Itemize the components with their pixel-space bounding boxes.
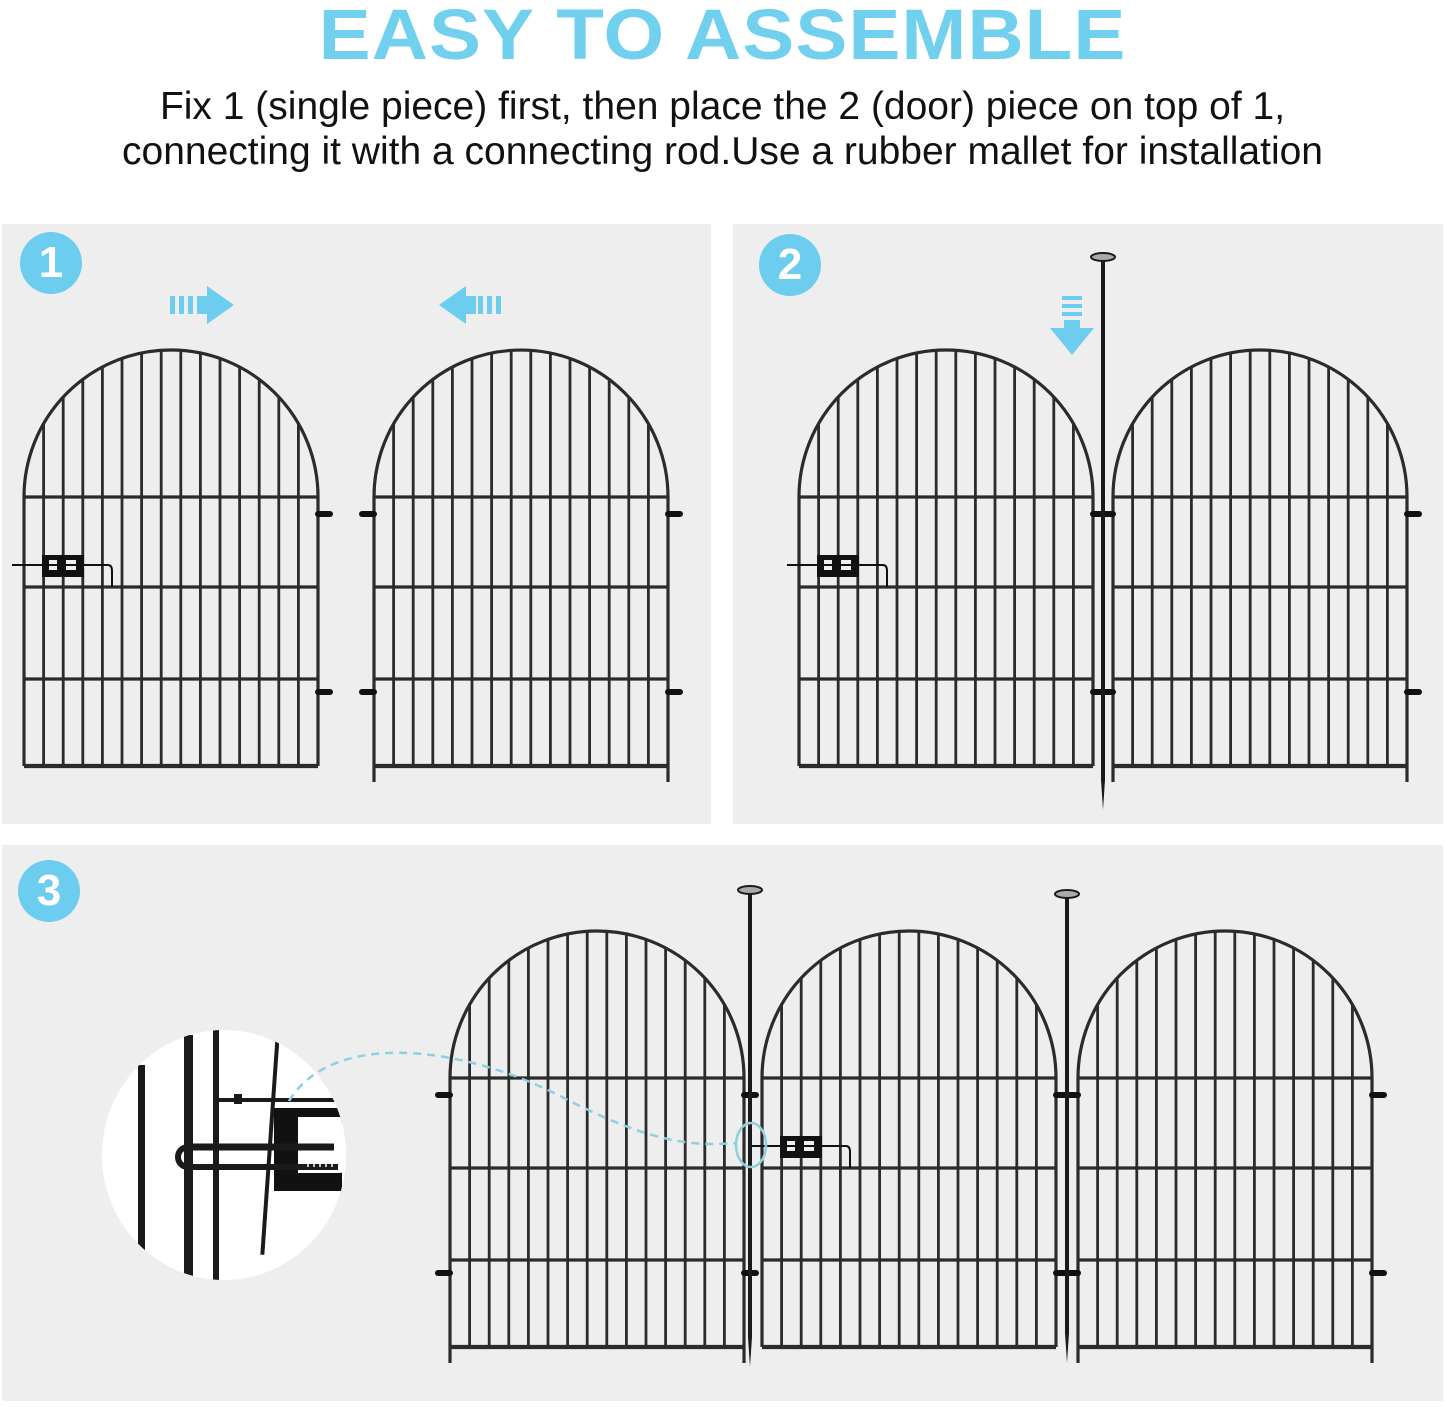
arrow-left-icon — [439, 286, 501, 324]
instructions: Fix 1 (single piece) first, then place t… — [0, 84, 1445, 174]
connecting-rod-2 — [1054, 889, 1080, 1363]
instruction-line-1: Fix 1 (single piece) first, then place t… — [159, 85, 1286, 128]
door-piece — [750, 929, 1071, 1350]
connecting-rod — [1090, 252, 1116, 810]
step-2-panel: 2 — [733, 224, 1443, 824]
single-piece-left — [435, 929, 759, 1363]
arrow-right-icon — [170, 286, 234, 324]
step-3-illustration — [102, 885, 1387, 1367]
step-badge-1: 1 — [20, 232, 82, 294]
step-3-panel: 3 — [2, 845, 1443, 1401]
arrow-down-icon — [1050, 296, 1094, 355]
single-piece-right — [1063, 929, 1387, 1363]
step-2-illustration — [787, 252, 1422, 810]
step-badge-2: 2 — [759, 234, 821, 296]
single-piece — [359, 348, 683, 782]
door-piece — [787, 348, 1108, 769]
single-piece — [1098, 348, 1422, 782]
instruction-line-2: connecting it with a connecting rod.Use … — [122, 130, 1323, 173]
door-piece — [12, 348, 333, 769]
page-title: EASY TO ASSEMBLE — [318, 0, 1127, 75]
step-1-illustration — [12, 286, 683, 782]
step-badge-3: 3 — [18, 860, 80, 922]
step-1-panel: 1 — [2, 224, 711, 824]
connecting-rod-1 — [737, 885, 763, 1367]
latch-zoom-detail — [102, 1030, 768, 1280]
